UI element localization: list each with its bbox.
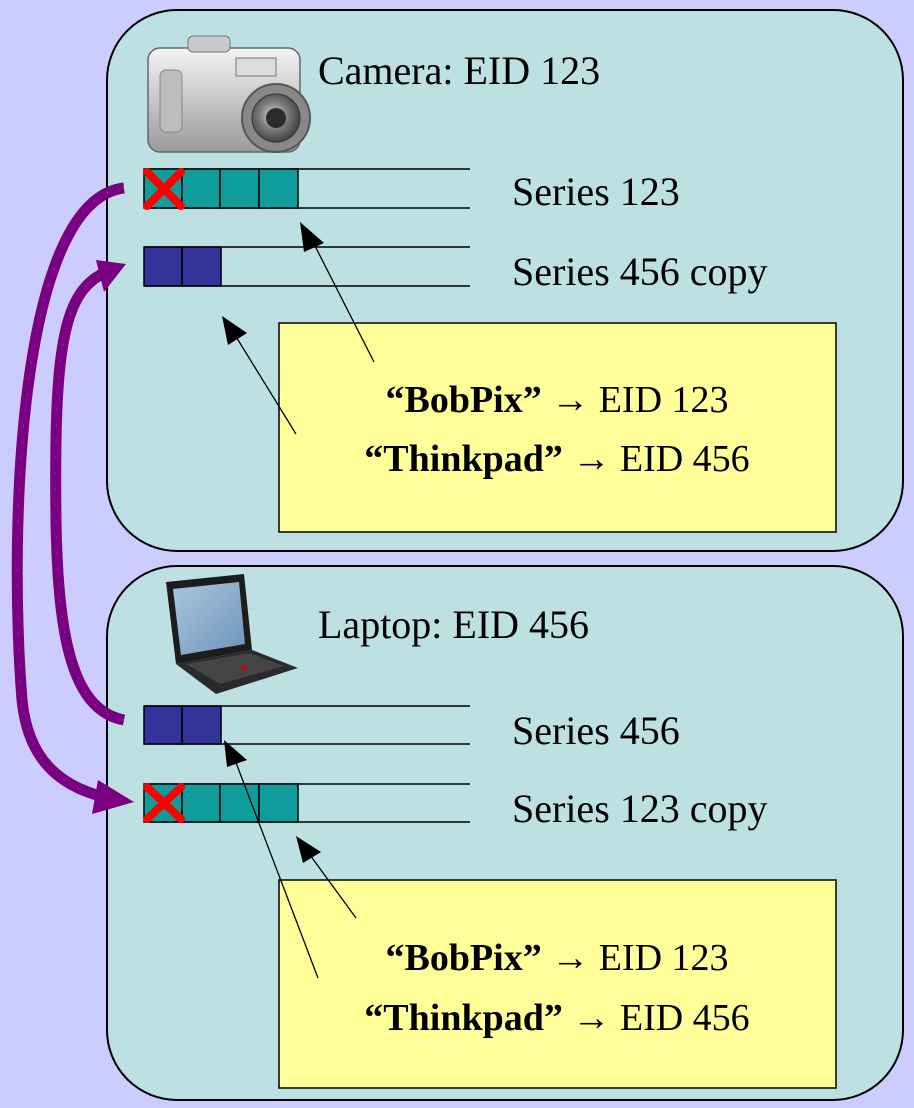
laptop-title: Laptop: EID 456: [318, 602, 589, 647]
series-456-blocks: [143, 705, 222, 745]
sync-arrow-laptop-to-camera: [50, 260, 126, 726]
laptop-panel: Laptop: EID 456 Series 456: [106, 565, 904, 1101]
series-456-copy-blocks: [143, 246, 222, 287]
pointer-arrow: [296, 836, 357, 919]
digital-camera-icon: [147, 35, 311, 153]
series-label: Series 123: [512, 169, 680, 214]
laptop-series-row-1: Series 456: [143, 705, 680, 753]
mapping-row-thinkpad: “Thinkpad” → EID 456: [364, 438, 749, 480]
series-123-blocks: [143, 168, 299, 209]
pointer-arrow: [224, 740, 319, 979]
mapping-row-bobpix: “BobPix” → EID 123: [385, 937, 728, 979]
deleted-x-icon: [143, 168, 185, 210]
laptop-mapping-box: “BobPix” → EID 123 “Thinkpad” → EID 456: [278, 879, 837, 1089]
deleted-x-icon: [143, 783, 185, 823]
camera-panel: Camera: EID 123 Series 123: [106, 9, 904, 552]
camera-series-row-1: Series 123: [143, 168, 680, 214]
camera-series-row-2: Series 456 copy: [143, 246, 768, 294]
mapping-row-thinkpad: “Thinkpad” → EID 456: [364, 997, 749, 1039]
sync-arrow-camera-to-laptop: [11, 182, 134, 814]
camera-title: Camera: EID 123: [318, 48, 600, 93]
pointer-arrow: [300, 222, 375, 363]
laptop-icon: [166, 574, 298, 694]
series-label: Series 456: [512, 708, 680, 753]
pointer-arrow: [222, 316, 297, 435]
laptop-series-row-2: Series 123 copy: [143, 783, 768, 831]
mapping-row-bobpix: “BobPix” → EID 123: [385, 379, 728, 421]
camera-mapping-box: “BobPix” → EID 123 “Thinkpad” → EID 456: [278, 322, 837, 533]
series-label: Series 456 copy: [512, 249, 768, 294]
series-label: Series 123 copy: [512, 786, 768, 831]
